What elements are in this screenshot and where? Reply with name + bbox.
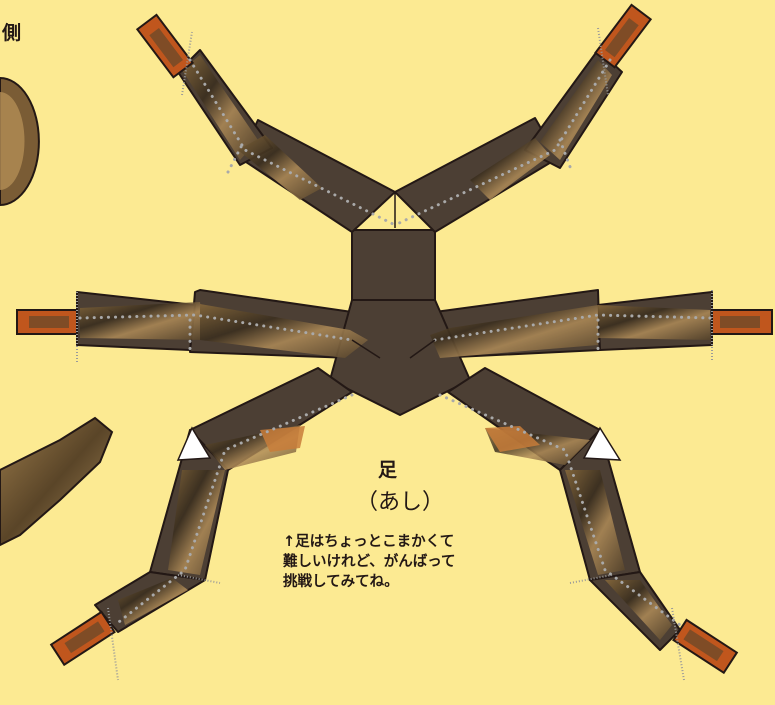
part-reading: （あし） — [356, 490, 445, 515]
hint-line: ↑足はちょっとこまかくて — [283, 534, 455, 550]
hint-text: ↑足はちょっとこまかくて 難しいけれど、がんばって 挑戦してみてね。 — [283, 532, 456, 592]
hint-line: 挑戦してみてね。 — [283, 574, 399, 590]
hint-line: 難しいけれど、がんばって — [283, 554, 456, 570]
part-name: 足 — [378, 459, 398, 481]
wing-part — [0, 416, 114, 547]
glue-tab-left — [176, 426, 212, 461]
side-label: 側 — [2, 22, 22, 44]
glue-tab-right — [582, 426, 622, 461]
